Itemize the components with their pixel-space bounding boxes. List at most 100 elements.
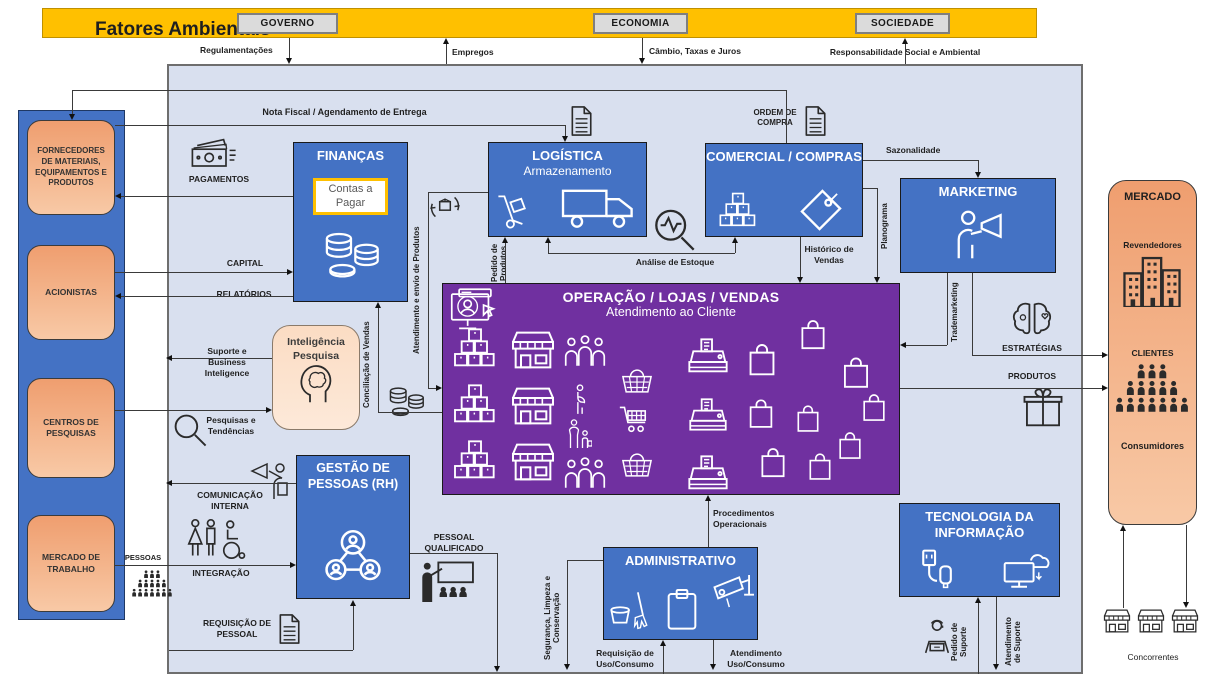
connector-line: [1123, 531, 1125, 608]
flow-conciliacao-vendas: Conciliação de Vendas: [362, 321, 371, 408]
connector-line: [428, 388, 436, 390]
connector-line: [548, 253, 735, 255]
boxes-icon: [452, 440, 498, 480]
connector-line: [978, 603, 980, 674]
shopping-bag-icon: [808, 452, 832, 480]
connector-line: [978, 160, 980, 172]
external-centros-pesquisas: CENTROS DE PESQUISAS: [27, 378, 115, 478]
connector-line: [708, 501, 710, 547]
arrowhead: [501, 237, 508, 243]
connector-line: [735, 243, 737, 253]
staff-request-document-icon: [276, 612, 302, 646]
connector-line: [378, 306, 380, 412]
boxes-icon: [452, 328, 498, 368]
connector-line: [169, 650, 353, 652]
connector-line: [172, 483, 296, 485]
connector-line: [289, 38, 291, 60]
support-agent-icon: [920, 618, 954, 656]
dept-financas-title: FINANÇAS: [316, 148, 385, 163]
internal-comms-icon: [250, 460, 294, 502]
store-icon: [508, 442, 558, 482]
truck-icon: [560, 188, 636, 230]
arrowhead: [901, 38, 908, 44]
shopping-bag-icon: [842, 356, 870, 388]
boxes-icon: [452, 384, 498, 424]
connector-line: [121, 196, 293, 198]
shopping-bag-icon: [760, 446, 786, 478]
dept-marketing: MARKETING: [900, 178, 1056, 273]
connector-line: [505, 243, 507, 283]
arrowhead: [68, 114, 75, 120]
arrowhead: [115, 192, 121, 199]
dept-operacao-title: OPERAÇÃO / LOJAS / VENDAS: [562, 289, 780, 305]
flow-requisicao-pessoal: REQUISIÇÃO DE PESSOAL: [202, 618, 271, 640]
dept-operacao-subtitle: Atendimento ao Cliente: [606, 305, 736, 319]
connector-line: [786, 90, 788, 143]
integration-people-icon: [184, 518, 248, 562]
factor-economia: ECONOMIA: [593, 13, 688, 34]
cash-register-icon: [683, 455, 733, 495]
arrowhead: [290, 561, 296, 568]
arrowhead: [287, 268, 293, 275]
dept-gestao-pessoas: GESTÃO DE PESSOAS (RH): [296, 455, 410, 599]
connector-line: [1186, 525, 1188, 602]
dept-inteligencia: Inteligência Pesquisa: [272, 325, 360, 430]
connector-line: [172, 358, 272, 360]
connector-line: [713, 640, 715, 664]
arrowhead: [709, 664, 716, 670]
connector-line: [567, 560, 569, 664]
flow-capital: CAPITAL: [226, 258, 264, 268]
flow-produtos: PRODUTOS: [1007, 371, 1057, 381]
flow-ordem-compra: ORDEM DE COMPRA: [753, 108, 797, 128]
flow-analise-estoque: Análise de Estoque: [635, 257, 715, 267]
online-service-icon: [448, 288, 502, 332]
parent-child-icon: [566, 418, 592, 450]
dept-ti-title: TECNOLOGIA DA INFORMAÇÃO: [925, 509, 1034, 541]
cleaning-icon: [610, 588, 648, 632]
head-brain-icon: [298, 362, 334, 404]
usb-cable-icon: [918, 548, 960, 590]
invoice-document-icon: [568, 103, 594, 139]
product-cycle-icon: [428, 188, 462, 226]
pregnant-customer-icon: [572, 384, 588, 416]
connector-line: [996, 597, 998, 664]
arrowhead: [544, 237, 551, 243]
connector-line: [863, 188, 877, 190]
workers-crowd-icon: [130, 570, 174, 598]
flow-procedimentos: Procedimentos Operacionais: [713, 508, 775, 530]
connector-line: [905, 42, 907, 64]
arrowhead: [1102, 351, 1108, 358]
connector-line: [378, 412, 442, 414]
external-mercado-panel: [1108, 180, 1197, 525]
arrowhead: [992, 664, 999, 670]
arrowhead: [638, 58, 645, 64]
arrowhead: [704, 495, 711, 501]
arrowhead: [374, 302, 381, 308]
factor-governo: GOVERNO: [237, 13, 338, 34]
customers-icon: [562, 456, 608, 490]
connector-line: [115, 125, 565, 127]
connector-line: [567, 560, 603, 562]
flow-pesquisas-tendencias: Pesquisas e Tendências: [206, 415, 256, 437]
shopping-bag-icon: [838, 430, 862, 460]
security-camera-icon: [712, 572, 754, 610]
dept-logistica-title: LOGÍSTICA: [532, 148, 603, 163]
flow-estrategias: ESTRATÉGIAS: [1002, 343, 1062, 353]
mercado-consumidores: Consumidores: [1120, 441, 1184, 451]
shopping-bag-icon: [796, 404, 820, 432]
external-acionistas: ACIONISTAS: [27, 245, 115, 340]
external-mercado-trabalho: MERCADO DE TRABALHO: [27, 515, 115, 612]
connector-line: [428, 192, 488, 194]
arrowhead: [493, 666, 500, 672]
connector-line: [906, 345, 947, 347]
dept-logistica-subtitle: Armazenamento: [523, 164, 612, 179]
concorrentes-label: Concorrentes: [1127, 652, 1179, 662]
arrowhead: [563, 664, 570, 670]
flow-pagamentos: PAGAMENTOS: [188, 174, 250, 184]
cash-register-icon: [685, 338, 731, 378]
cash-register-icon: [685, 398, 731, 436]
flow-historico-vendas: Histórico de Vendas: [804, 244, 854, 266]
arrowhead: [796, 277, 803, 283]
cart-icon: [618, 404, 654, 434]
purchase-order-document-icon: [802, 103, 828, 139]
